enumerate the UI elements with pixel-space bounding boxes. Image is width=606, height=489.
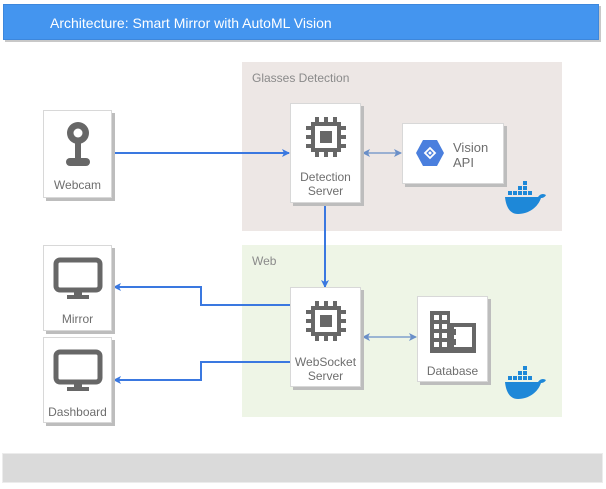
node-websocket-server[interactable]: WebSocket Server bbox=[290, 287, 361, 387]
title-bar: Architecture: Smart Mirror with AutoML V… bbox=[3, 4, 599, 40]
building-database-icon bbox=[430, 311, 476, 353]
node-webcam[interactable]: Webcam bbox=[43, 110, 112, 198]
webcam-icon bbox=[66, 122, 90, 166]
node-mirror[interactable]: Mirror bbox=[43, 245, 112, 331]
diagram-title: Architecture: Smart Mirror with AutoML V… bbox=[50, 15, 332, 31]
docker-icon bbox=[505, 366, 546, 399]
node-label-vision-api-1: Vision bbox=[453, 140, 489, 155]
node-database[interactable]: Database bbox=[417, 296, 488, 382]
docker-icon bbox=[505, 181, 546, 214]
node-label-database: Database bbox=[426, 364, 479, 378]
edge-websocket-to-dashboard bbox=[113, 361, 290, 384]
node-detection-server[interactable]: Detection Server bbox=[290, 103, 361, 203]
footer-bar bbox=[2, 453, 603, 483]
edge-websocket-to-mirror bbox=[113, 283, 290, 306]
node-dashboard[interactable]: Dashboard bbox=[43, 337, 112, 423]
node-label-webcam: Webcam bbox=[53, 178, 102, 192]
node-label-websocket-server-2: Server bbox=[307, 369, 344, 383]
group-label-glasses-detection: Glasses Detection bbox=[252, 71, 350, 85]
node-label-dashboard: Dashboard bbox=[48, 405, 107, 419]
node-label-vision-api-2: API bbox=[453, 155, 474, 170]
node-label-detection-server-1: Detection bbox=[300, 170, 351, 184]
cpu-chip-icon bbox=[306, 117, 346, 157]
cpu-chip-icon bbox=[306, 301, 346, 341]
node-label-detection-server-2: Server bbox=[307, 184, 344, 198]
monitor-icon bbox=[53, 349, 103, 391]
google-cloud-vision-icon bbox=[416, 140, 444, 166]
node-label-websocket-server-1: WebSocket bbox=[294, 355, 357, 369]
node-label-mirror: Mirror bbox=[61, 312, 94, 326]
monitor-icon bbox=[53, 257, 103, 299]
group-label-web: Web bbox=[252, 254, 277, 268]
node-vision-api[interactable]: Vision API bbox=[402, 123, 504, 184]
